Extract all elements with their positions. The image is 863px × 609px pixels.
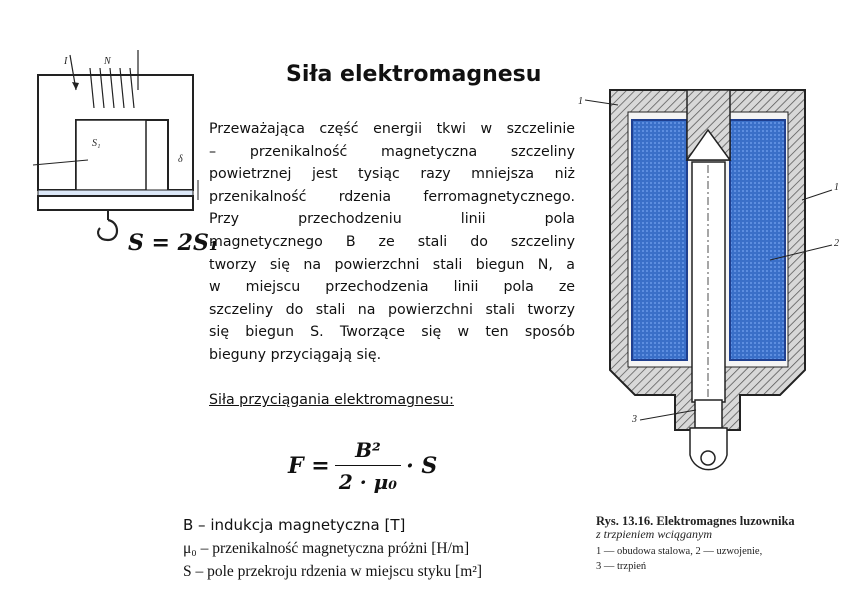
force-heading: Siła przyciągania elektromagnesu: <box>209 392 454 408</box>
caption-subtitle: z trzpieniem wciąganym <box>596 527 712 541</box>
formula-lhs: F = <box>288 453 330 479</box>
paragraph-line: Przeważająca część energii tkwi w szczel… <box>209 121 575 137</box>
legend-mu: μ₀ – przenikalność magnetyczna próżni [H… <box>183 540 470 557</box>
force-formula: F = B² 2 · μ₀ · S <box>288 438 437 494</box>
paragraph-line: tworzy się na powierzchni stali biegun N… <box>209 256 575 273</box>
gap-label: δ <box>178 154 183 165</box>
callout-2: 2 <box>834 238 839 249</box>
paragraph-line: w miejscu przechodzenia linii pola ze <box>209 279 575 296</box>
legend-b: B – indukcja magnetyczna [T] <box>183 516 406 534</box>
caption-title: Rys. 13.16. Elektromagnes luzownika <box>596 514 795 528</box>
cone-stop <box>685 128 732 161</box>
callout-1b: 1 <box>834 182 839 193</box>
caption-legend: 1 — obudowa stalowa, 2 — uzwojenie, 3 — … <box>596 544 846 574</box>
legend-s: S – pole przekroju rdzenia w miejscu sty… <box>183 563 483 580</box>
formula-numerator: B² <box>355 438 381 462</box>
electromagnet-core-diagram: I N S₁ δ <box>32 50 199 242</box>
callout-3: 3 <box>631 414 637 425</box>
coil-left <box>631 119 688 361</box>
center-pole <box>75 119 147 191</box>
caption-line: 1 — obudowa stalowa, 2 — uzwojenie, <box>596 546 763 557</box>
paragraph-line: magnetycznego B ze stali do szczeliny <box>209 233 575 250</box>
figure-caption: Rys. 13.16. Elektromagnes luzownika z tr… <box>596 514 846 574</box>
formula-rhs: · S <box>406 453 438 479</box>
paragraph-line: bieguny przyciągają się. <box>209 346 382 363</box>
paragraph-line: powietrznej jest tysiąc razy mniejsza ni… <box>209 166 575 183</box>
current-label: I <box>63 56 68 67</box>
callout-1: 1 <box>578 96 583 107</box>
paragraph-line: się biegun S. Tworzące się w ten sposób <box>209 324 575 341</box>
description-paragraph: Przeważająca część energii tkwi w szczel… <box>209 118 575 367</box>
solenoid-cross-section: 1 1 2 3 <box>578 89 839 471</box>
paragraph-line: – przenikalność magnetyczna szczeliny <box>209 143 575 160</box>
hook <box>97 218 119 242</box>
coil-right <box>729 119 786 361</box>
paragraph-line: szczeliny do stali na powierzchni stali … <box>209 301 575 318</box>
area-relation: S = 2S₁ <box>128 230 219 256</box>
turns-label: N <box>103 56 112 67</box>
area-label: S₁ <box>92 138 100 149</box>
armature <box>37 195 194 211</box>
formula-fraction: B² 2 · μ₀ <box>334 438 402 494</box>
formula-denominator: 2 · μ₀ <box>334 465 402 494</box>
winding <box>89 67 135 109</box>
paragraph-line: przenikalność rdzenia ferromagnetycznego… <box>209 188 575 205</box>
paragraph-line: Przy przechodzeniu linii pola <box>209 211 575 228</box>
plunger <box>691 161 726 403</box>
caption-line: 3 — trzpień <box>596 561 647 572</box>
plunger-eye <box>689 427 728 471</box>
page-title: Siła elektromagnesu <box>286 62 542 87</box>
